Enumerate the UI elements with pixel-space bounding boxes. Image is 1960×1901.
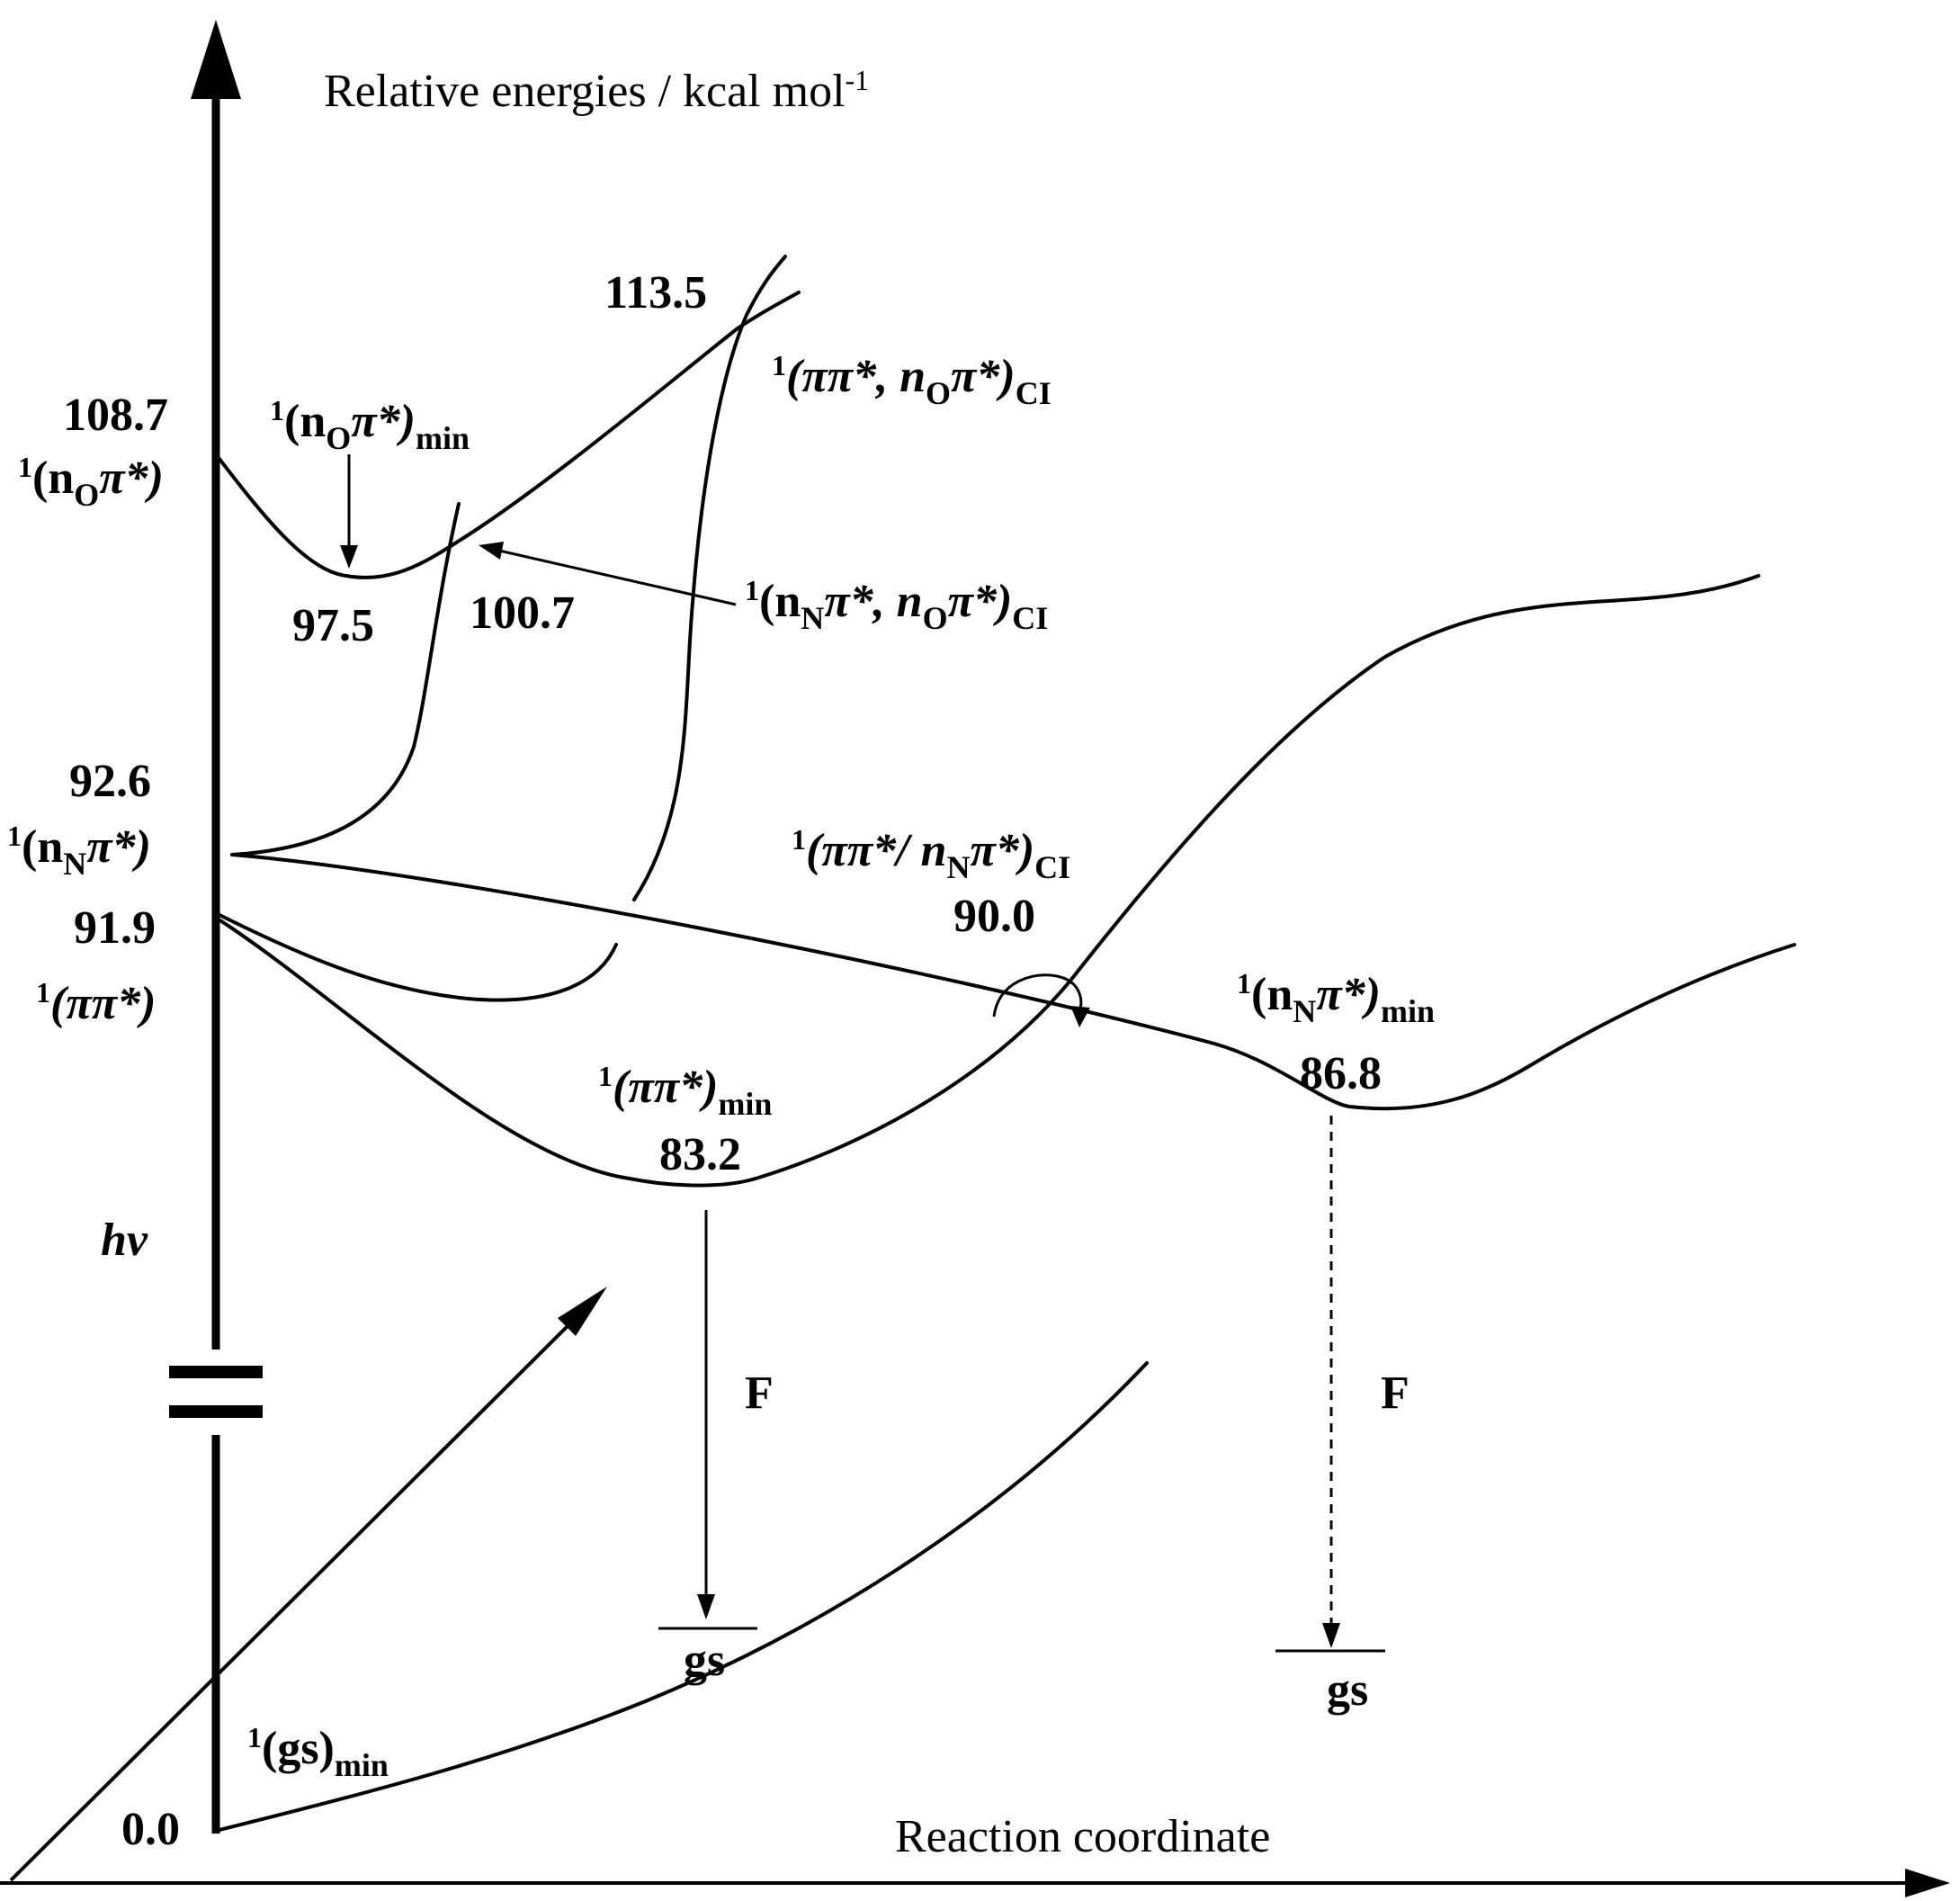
energy-axis-arrowhead — [191, 20, 241, 99]
label-pipi-min: 1(ππ*)min — [598, 1060, 772, 1122]
curve-nN-pistar — [230, 853, 1796, 1111]
energy-108-7: 108.7 — [63, 390, 168, 441]
label-gs-left: gs — [684, 1635, 725, 1686]
label-ci-pipi-nN: 1(ππ*/ nNπ*)CI — [792, 823, 1070, 885]
label-nN-pistar: 1(nNπ*) — [7, 820, 151, 882]
excitation-arrow — [9, 1287, 607, 1882]
energy-90-0: 90.0 — [953, 891, 1035, 942]
energy-97-5: 97.5 — [292, 600, 374, 651]
label-nO-pistar-min: 1(nOπ*)min — [270, 394, 470, 456]
label-fluorescence-left: F — [745, 1367, 774, 1419]
ci-loop-arrowhead — [1070, 1006, 1090, 1027]
energy-axis — [169, 20, 263, 1834]
ci-loop-arrow — [992, 973, 1083, 1018]
label-fluorescence-right: F — [1381, 1367, 1410, 1419]
energy-0-0: 0.0 — [121, 1804, 180, 1855]
curve-ground-state — [214, 1361, 1149, 1833]
curve-pipi-to-ci-upper — [632, 255, 787, 901]
ci-100-7-arrow — [498, 549, 737, 606]
energy-axis-title: Relative energies / kcal mol-1 — [324, 64, 869, 117]
energy-92-6: 92.6 — [69, 756, 151, 807]
curve-nO-pistar — [214, 291, 801, 579]
label-ci-nN-nO: 1(nNπ*, nOπ*)CI — [745, 574, 1048, 636]
label-nN-pistar-min: 1(nNπ*)min — [1237, 967, 1435, 1029]
curve-nN-to-ci-100-7 — [230, 502, 461, 856]
energy-83-2: 83.2 — [659, 1129, 741, 1180]
reaction-axis-arrowhead — [1905, 1869, 1950, 1897]
axis-break-mark-upper — [169, 1366, 263, 1378]
label-pipi: 1(ππ*) — [36, 976, 156, 1029]
energy-100-7: 100.7 — [470, 587, 575, 639]
reaction-coordinate-axis — [0, 1869, 1950, 1897]
curve-pipi-lower-branch — [214, 911, 618, 1002]
energy-91-9: 91.9 — [74, 902, 156, 954]
label-gs-min: 1(gs)min — [247, 1721, 389, 1783]
reaction-coordinate-title: Reaction coordinate — [895, 1811, 1270, 1862]
energy-113-5: 113.5 — [604, 267, 707, 318]
label-gs-right: gs — [1327, 1664, 1368, 1716]
curve-pipi-main — [214, 574, 1760, 1188]
hv-label: hv — [101, 1215, 148, 1266]
label-ci-pipi-nO: 1(ππ*, nOπ*)CI — [772, 349, 1052, 411]
label-nO-pistar: 1(nOπ*) — [18, 451, 164, 513]
energy-86-8: 86.8 — [1300, 1048, 1382, 1099]
axis-break-mark-lower — [169, 1405, 263, 1418]
